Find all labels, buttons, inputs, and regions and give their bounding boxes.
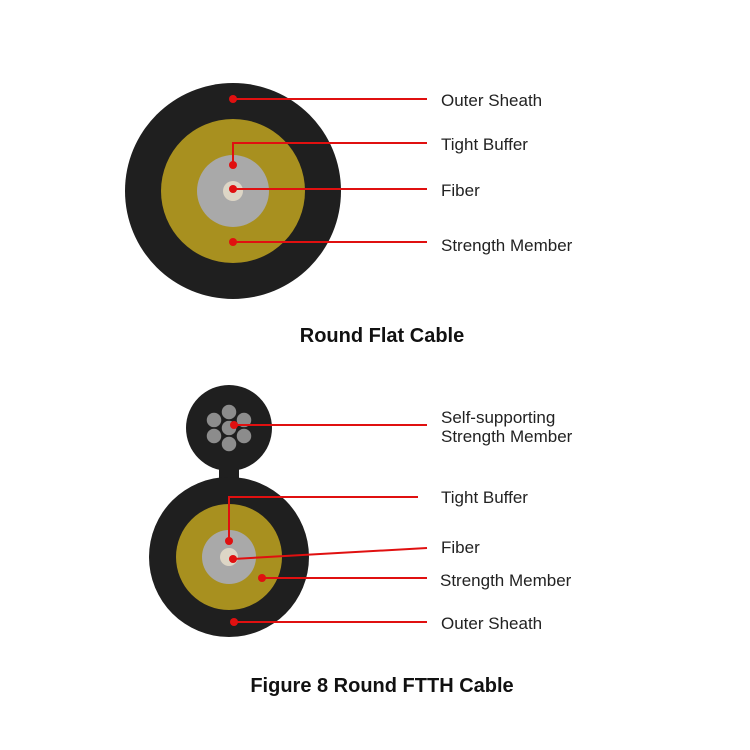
fiber-label: Fiber: [441, 181, 480, 200]
figure-1-title: Round Flat Cable: [300, 325, 464, 347]
outer-sheath-label: Outer Sheath: [441, 614, 542, 633]
tight-buffer-label: Tight Buffer: [441, 135, 528, 154]
fiber-marker: [229, 185, 237, 193]
tight-buffer-marker: [229, 161, 237, 169]
steel-wire-strand: [220, 403, 238, 421]
tight-buffer-leader-line: [228, 496, 418, 541]
steel-wire-strand: [220, 435, 238, 453]
fiber-label: Fiber: [441, 538, 480, 557]
steel-wire-strand: [205, 411, 223, 429]
fiber-leader-line: [232, 547, 428, 560]
figure-2-title: Figure 8 Round FTTH Cable: [250, 675, 513, 697]
outer-sheath-marker: [229, 95, 237, 103]
tight-buffer-label: Tight Buffer: [441, 488, 528, 507]
strength-member-marker: [229, 238, 237, 246]
fiber-marker: [229, 555, 237, 563]
strength-member-marker: [258, 574, 266, 582]
figure8-ftth-cable-figure: Self-supporting Strength Member Tight Bu…: [149, 385, 573, 697]
self-supporting-marker: [230, 421, 238, 429]
outer-sheath-label: Outer Sheath: [441, 91, 542, 110]
tight-buffer-leader-line: [232, 142, 427, 165]
steel-wire-strand: [235, 427, 253, 445]
round-flat-cable-figure: Outer Sheath Tight Buffer Fiber Strength…: [125, 83, 573, 347]
steel-wire-strand: [205, 427, 223, 445]
self-supporting-label-line1: Self-supporting: [441, 408, 555, 427]
strength-member-label: Strength Member: [441, 236, 573, 255]
strength-member-label: Strength Member: [440, 571, 572, 590]
tight-buffer-marker: [225, 537, 233, 545]
outer-sheath-marker: [230, 618, 238, 626]
self-supporting-label-line2: Strength Member: [441, 427, 573, 446]
